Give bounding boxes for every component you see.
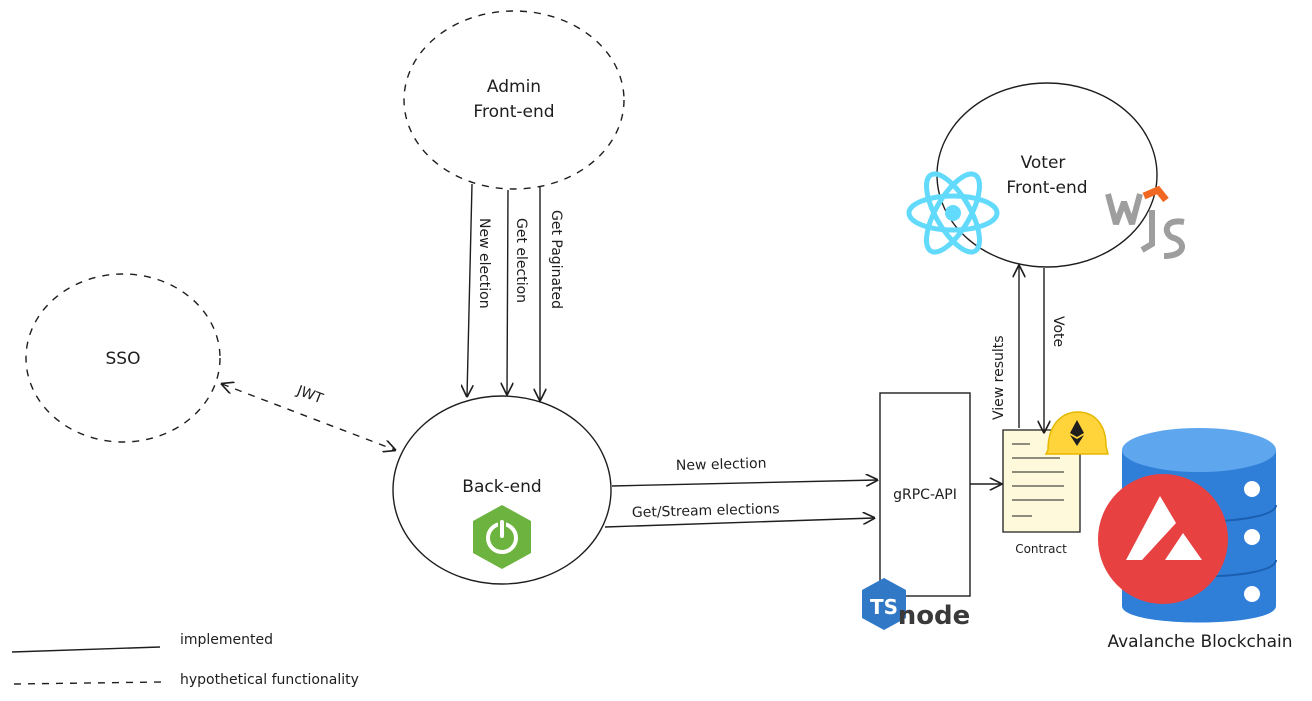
avalanche-icon bbox=[1098, 474, 1228, 604]
voter-label-line1: Voter bbox=[1021, 153, 1066, 173]
contract-label: Contract bbox=[1015, 542, 1067, 556]
edge-jwt: JWT bbox=[222, 382, 395, 450]
backend-node: Back-end bbox=[392, 395, 612, 585]
ethereum-helmet-icon bbox=[1044, 411, 1109, 455]
edge-new-election-down: New election bbox=[467, 183, 492, 396]
legend-solid-line bbox=[11, 646, 161, 653]
legend-dashed-line bbox=[13, 681, 163, 685]
vote-label: Vote bbox=[1050, 316, 1066, 347]
new-election-down-label: New election bbox=[476, 218, 492, 309]
admin-label-line2: Front-end bbox=[473, 102, 554, 122]
blockchain-label: Avalanche Blockchain bbox=[1107, 632, 1292, 652]
contract-node: Contract bbox=[1002, 429, 1081, 556]
sso-label: SSO bbox=[106, 349, 141, 369]
legend-implemented-label: implemented bbox=[180, 632, 273, 648]
admin-label-line1: Admin bbox=[487, 77, 541, 97]
web3js-icon bbox=[1105, 185, 1185, 259]
legend: implemented hypothetical functionality bbox=[11, 632, 359, 688]
sso-node: SSO bbox=[25, 273, 221, 443]
voter-label-line2: Front-end bbox=[1006, 178, 1087, 198]
edge-get-stream: Get/Stream elections bbox=[604, 501, 874, 528]
edge-new-election: New election bbox=[611, 456, 877, 487]
jwt-label: JWT bbox=[294, 382, 326, 407]
spring-icon bbox=[473, 505, 531, 569]
admin-frontend-node: Admin Front-end bbox=[403, 10, 625, 190]
get-paginated-label: Get Paginated bbox=[548, 210, 564, 309]
react-icon bbox=[906, 171, 1000, 255]
ts-node-icon: TS node bbox=[862, 578, 970, 631]
edge-view-results: View results bbox=[991, 266, 1019, 428]
backend-label: Back-end bbox=[462, 477, 541, 497]
view-results-label: View results bbox=[991, 335, 1007, 420]
grpc-api-node: gRPC-API bbox=[879, 392, 971, 597]
new-election-label: New election bbox=[676, 456, 767, 474]
edge-get-paginated: Get Paginated bbox=[540, 186, 564, 400]
get-stream-label: Get/Stream elections bbox=[632, 501, 780, 521]
edge-vote: Vote bbox=[1044, 268, 1066, 432]
svg-text:TS: TS bbox=[870, 595, 898, 619]
voter-frontend-node: Voter Front-end bbox=[936, 82, 1158, 268]
svg-text:node: node bbox=[898, 601, 971, 631]
edge-get-election: Get election bbox=[507, 189, 529, 394]
get-election-label: Get election bbox=[513, 218, 529, 303]
grpc-label: gRPC-API bbox=[893, 487, 957, 503]
legend-hypothetical-label: hypothetical functionality bbox=[180, 672, 359, 688]
